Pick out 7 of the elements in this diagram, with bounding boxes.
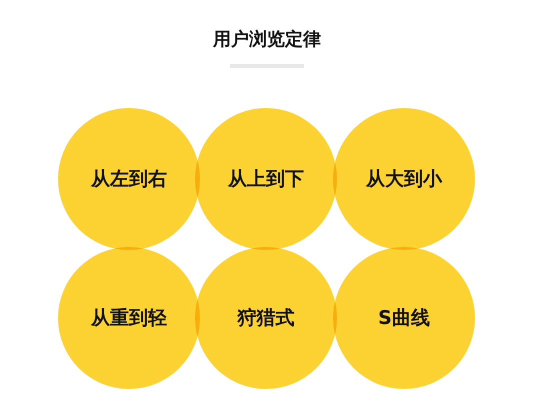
node-label: 狩猎式 bbox=[238, 306, 294, 330]
node-label: S曲线 bbox=[378, 306, 430, 330]
node-label: 从上到下 bbox=[228, 167, 304, 191]
diagram-title: 用户浏览定律 bbox=[213, 28, 321, 52]
node-label: 从大到小 bbox=[366, 167, 442, 191]
node-label: 从左到右 bbox=[91, 167, 167, 191]
node-label: 从重到轻 bbox=[91, 306, 167, 330]
